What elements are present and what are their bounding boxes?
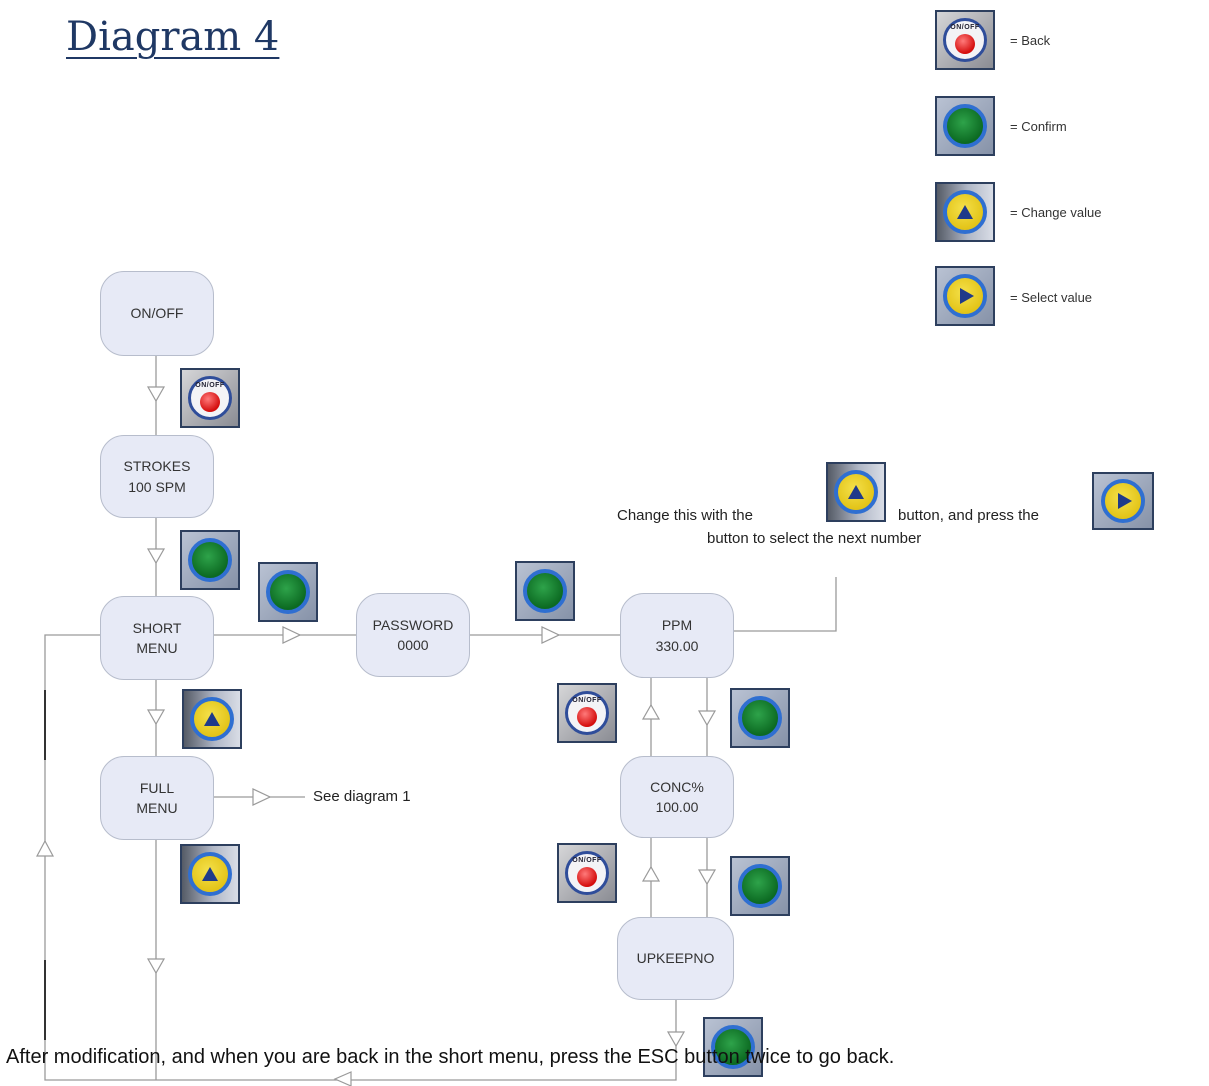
node-password-line2: 0000 <box>397 637 429 653</box>
node-short-menu-line1: SHORT <box>132 619 182 636</box>
arrow-down-3 <box>146 709 166 726</box>
node-on-off: ON/OFF <box>100 271 214 356</box>
arrow-left-1 <box>333 1071 352 1086</box>
flow-confirm-button-icon <box>703 1017 763 1077</box>
legend-select-value-button-icon <box>935 266 995 326</box>
flow-confirm-button-icon <box>730 688 790 748</box>
node-on-off-label: ON/OFF <box>130 305 184 322</box>
flow-confirm-button-icon <box>515 561 575 621</box>
node-conc: CONC% 100.00 <box>620 756 734 838</box>
node-full-menu-line1: FULL <box>139 779 175 796</box>
flow-confirm-button-icon <box>258 562 318 622</box>
arrow-up-2 <box>641 865 661 882</box>
note-text-part1: Change this with the <box>617 507 753 524</box>
note-change-value-button-icon <box>826 462 886 522</box>
node-ppm-line1: PPM <box>661 617 693 634</box>
legend-change-value-button-icon <box>935 182 995 242</box>
node-conc-line2: 100.00 <box>655 799 699 815</box>
legend-change-value-label: = Change value <box>1010 205 1102 220</box>
note-text-line2: button to select the next number <box>707 530 922 547</box>
arrow-down-5 <box>697 710 717 727</box>
flow-back-button-icon: ON/OFF <box>557 683 617 743</box>
flow-back-button-icon: ON/OFF <box>180 368 240 428</box>
note-text-part2: button, and press the <box>898 507 1039 524</box>
flow-confirm-button-icon <box>180 530 240 590</box>
flow-confirm-button-icon <box>730 856 790 916</box>
arrow-down-6 <box>697 869 717 886</box>
arrow-down-4 <box>146 958 166 975</box>
node-full-menu-line2: MENU <box>136 800 178 816</box>
see-diagram-label: See diagram 1 <box>313 788 411 805</box>
arrow-down-2 <box>146 548 166 565</box>
node-upkeep-line1: UPKEEPNO <box>636 950 715 967</box>
node-strokes: STROKES 100 SPM <box>100 435 214 518</box>
flow-change-value-button-icon <box>182 689 242 749</box>
node-ppm: PPM 330.00 <box>620 593 734 678</box>
legend-back-label: = Back <box>1010 33 1051 48</box>
arrow-right-3 <box>252 788 272 806</box>
legend-confirm-label: = Confirm <box>1010 119 1067 134</box>
arrow-down-1 <box>146 386 166 403</box>
arrow-down-7 <box>666 1031 686 1048</box>
legend-back-button-icon: ON/OFF <box>935 10 995 70</box>
node-strokes-line1: STROKES <box>123 458 191 475</box>
node-conc-line1: CONC% <box>650 778 704 795</box>
node-full-menu: FULL MENU <box>100 756 214 840</box>
arrow-up-1 <box>641 703 661 720</box>
arrow-right-1 <box>282 626 302 644</box>
node-short-menu: SHORT MENU <box>100 596 214 680</box>
legend-select-value-label: = Select value <box>1010 290 1093 305</box>
node-password: PASSWORD 0000 <box>356 593 470 677</box>
footer-caption: After modification, and when you are bac… <box>6 1046 895 1068</box>
node-short-menu-line2: MENU <box>136 640 178 656</box>
flow-back-button-icon: ON/OFF <box>557 843 617 903</box>
arrow-right-2 <box>541 626 561 644</box>
diagram-title: Diagram 4 <box>66 14 280 60</box>
node-upkeep: UPKEEPNO <box>617 917 734 1000</box>
node-strokes-line2: 100 SPM <box>128 478 186 495</box>
legend-confirm-button-icon <box>935 96 995 156</box>
note-select-value-button-icon <box>1092 472 1154 530</box>
node-ppm-line2: 330.00 <box>655 637 699 654</box>
flow-change-value-button-icon <box>180 844 240 904</box>
arrow-up-3 <box>36 839 54 857</box>
node-password-line1: PASSWORD <box>372 616 454 633</box>
